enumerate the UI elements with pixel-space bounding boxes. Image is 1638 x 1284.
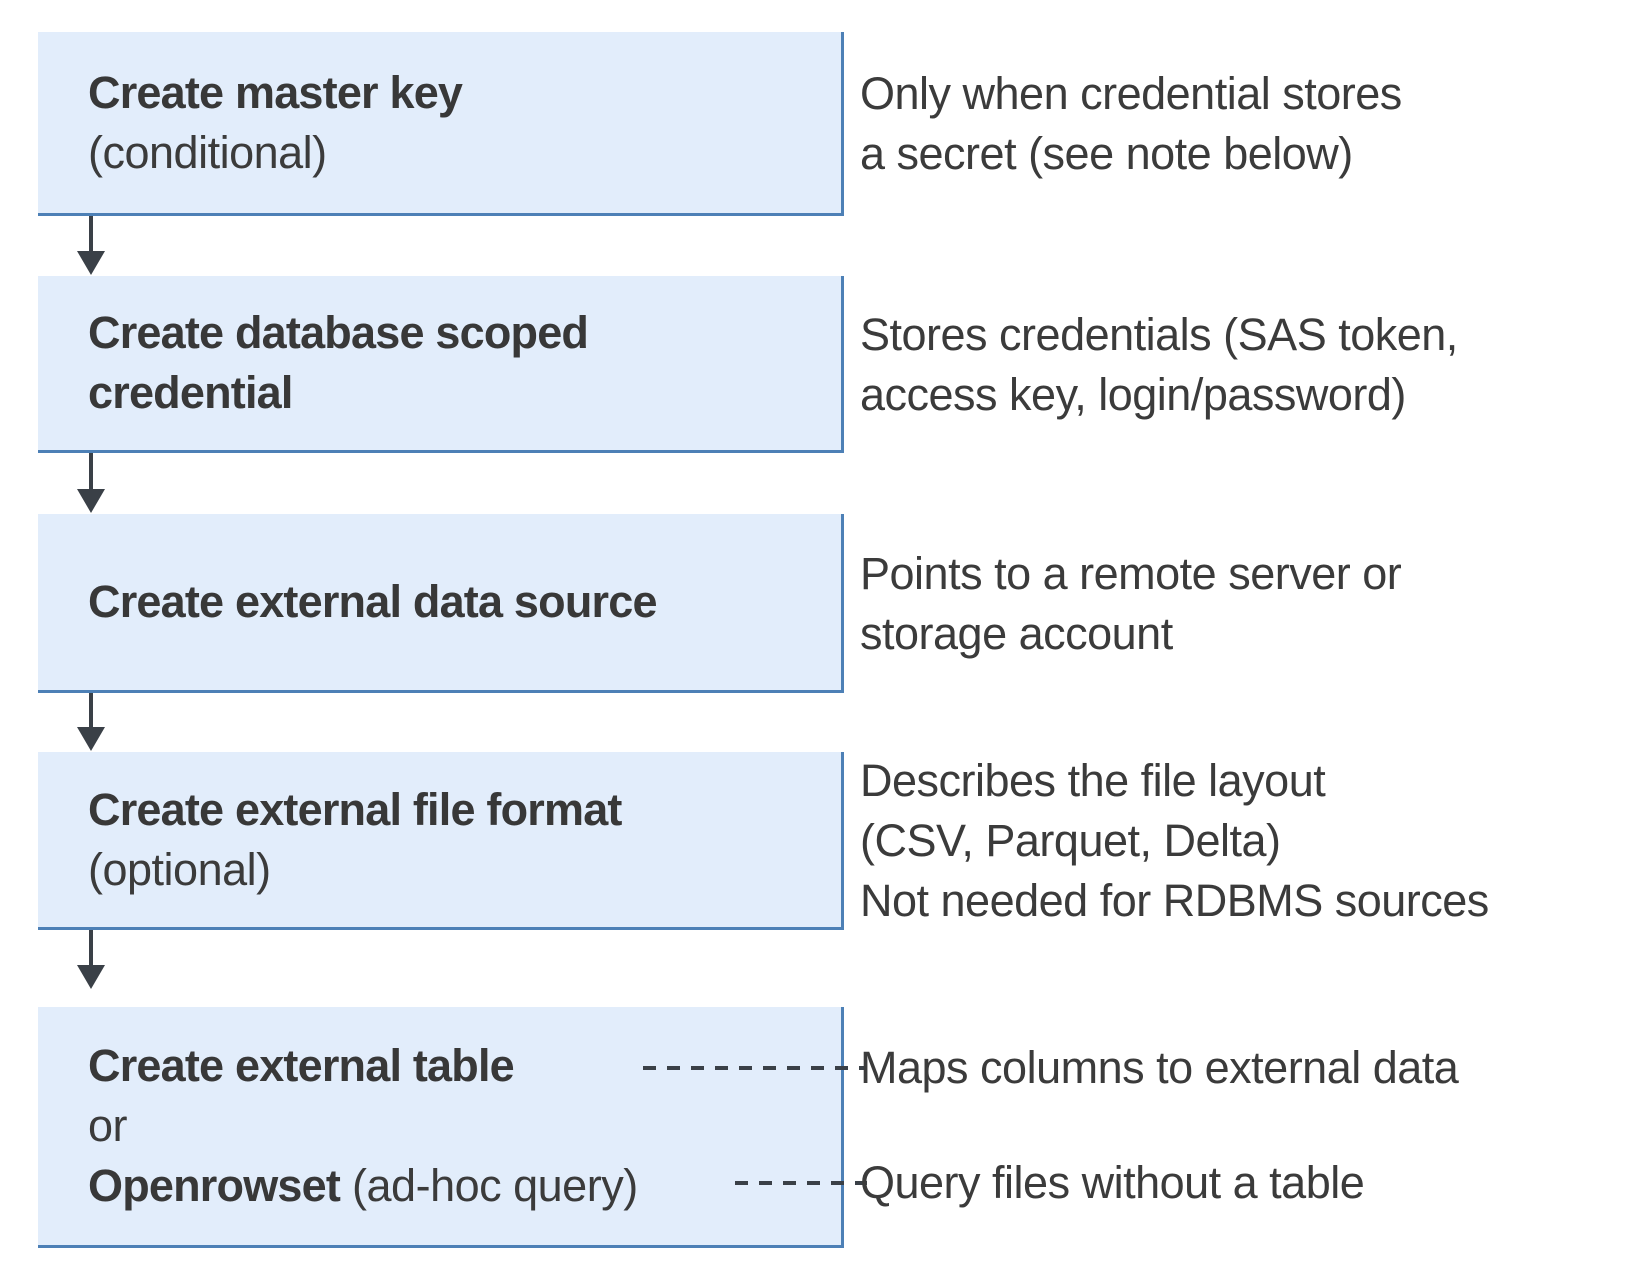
note-external-table: Maps columns to external data	[860, 1042, 1459, 1093]
arrow-head-icon	[77, 489, 105, 513]
arrow-shaft	[89, 216, 93, 253]
flow-arrow-down	[77, 453, 105, 513]
note-external-file-format: Describes the file layout (CSV, Parquet,…	[860, 755, 1489, 926]
step-title: Create external data source	[88, 576, 657, 627]
arrow-shaft	[89, 693, 93, 729]
note-external-data-source: Points to a remote server or storage acc…	[860, 547, 1402, 659]
step-title: Create external table	[88, 1040, 515, 1091]
dashed-connector-openrowset	[735, 1181, 867, 1185]
step-box-create-external-table-or-openrowset: Create external table or Openrowset (ad-…	[38, 1007, 844, 1248]
step-line-create-external-table: Create external table	[88, 1036, 821, 1096]
note-openrowset: Query files without a table	[860, 1157, 1365, 1208]
step-box-create-master-key: Create master key (conditional)	[38, 32, 844, 216]
flow-arrow-down	[77, 930, 105, 989]
step-subtitle: (optional)	[88, 843, 271, 895]
arrow-head-icon	[77, 727, 105, 751]
flow-arrow-down	[77, 693, 105, 751]
arrow-shaft	[89, 930, 93, 967]
step-title: Create master key	[88, 66, 463, 118]
step-line-or: or	[88, 1100, 128, 1151]
step-subtitle: (conditional)	[88, 126, 327, 178]
step-title: Openrowset	[88, 1160, 341, 1211]
note-master-key: Only when credential stores a secret (se…	[860, 68, 1402, 179]
step-title: Create database scoped credential	[88, 307, 589, 418]
arrow-head-icon	[77, 251, 105, 275]
arrow-head-icon	[77, 965, 105, 989]
step-title: Create external file format	[88, 783, 622, 835]
step-subtitle: (ad-hoc query)	[340, 1160, 638, 1211]
arrow-shaft	[89, 453, 93, 491]
step-box-create-database-scoped-credential: Create database scoped credential	[38, 276, 844, 453]
step-box-create-external-file-format: Create external file format (optional)	[38, 752, 844, 930]
step-box-create-external-data-source: Create external data source	[38, 514, 844, 693]
dashed-connector-external-table	[643, 1066, 867, 1070]
step-line-openrowset: Openrowset (ad-hoc query)	[88, 1156, 821, 1216]
flow-arrow-down	[77, 216, 105, 275]
note-database-scoped-credential: Stores credentials (SAS token, access ke…	[860, 308, 1458, 420]
